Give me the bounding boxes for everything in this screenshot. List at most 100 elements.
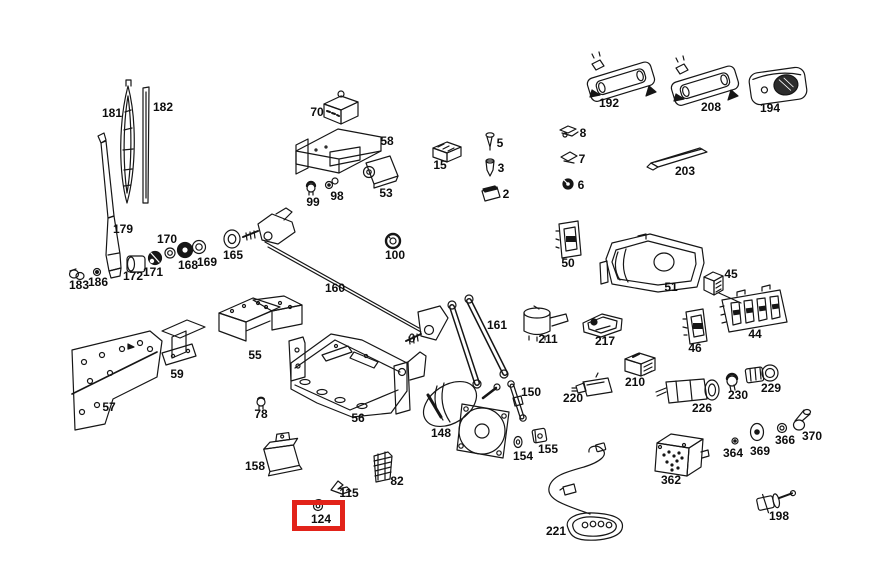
part-label-211[interactable]: 211 [538,332,558,346]
part-label-45[interactable]: 45 [724,267,738,281]
part-label-362[interactable]: 362 [660,473,682,487]
part-label-99[interactable]: 99 [306,195,320,209]
part-label-161[interactable]: 161 [486,318,508,332]
part-label-58[interactable]: 58 [380,134,394,148]
part-label-226[interactable]: 226 [691,401,713,415]
part-label-171[interactable]: 171 [142,265,164,279]
knurled-nut-171-drawing [147,250,163,266]
part-label-82[interactable]: 82 [390,474,404,488]
part-label-183[interactable]: 183 [68,278,90,292]
part-label-2[interactable]: 2 [502,187,510,201]
part-label-230[interactable]: 230 [727,388,749,402]
part-label-5[interactable]: 5 [496,136,504,150]
bracket-55-drawing [218,295,303,342]
grommet-100-drawing [384,232,402,250]
part-label-50[interactable]: 50 [561,256,575,270]
relay-53-drawing [362,155,399,189]
part-label-15[interactable]: 15 [433,158,447,172]
part-label-53[interactable]: 53 [379,186,393,200]
part-label-78[interactable]: 78 [254,407,268,421]
bulb-3-drawing [485,158,495,177]
lamp-192-drawing [586,51,657,102]
part-label-56[interactable]: 56 [351,411,365,425]
lens-194-drawing [748,66,808,106]
part-label-182[interactable]: 182 [152,100,174,114]
strip-203-drawing [646,147,708,171]
part-label-6[interactable]: 6 [577,178,585,192]
part-label-364[interactable]: 364 [722,446,744,460]
wiper-arm-179-drawing [97,132,122,279]
wiper-linkage-160-drawing [242,207,449,345]
switch-220-drawing [571,372,613,397]
bulb-5-drawing [485,132,495,151]
part-label-369[interactable]: 369 [749,444,771,458]
part-label-3[interactable]: 3 [497,161,505,175]
part-label-210[interactable]: 210 [624,375,646,389]
washer-154-drawing [513,435,523,449]
part-label-46[interactable]: 46 [688,341,702,355]
part-label-370[interactable]: 370 [801,429,823,443]
part-label-150[interactable]: 150 [520,385,542,399]
flasher-relay-211-drawing [523,305,569,342]
connector-15-drawing [432,141,462,163]
part-label-229[interactable]: 229 [760,381,782,395]
part-label-179[interactable]: 179 [112,222,134,236]
grommet-370-drawing [792,408,812,431]
part-label-98[interactable]: 98 [330,189,344,203]
relay-box-362-drawing [654,433,710,477]
switch-50-drawing [555,220,582,259]
part-label-115[interactable]: 115 [339,486,359,500]
relay-158-drawing [263,431,303,477]
wiper-blade-181-drawing [120,79,135,204]
part-label-221[interactable]: 221 [545,524,567,538]
part-label-148[interactable]: 148 [430,426,452,440]
part-label-168[interactable]: 168 [177,258,199,272]
part-label-170[interactable]: 170 [156,232,178,246]
grommet-78-drawing [256,396,266,410]
part-label-57[interactable]: 57 [102,400,116,414]
part-label-158[interactable]: 158 [244,459,266,473]
part-label-208[interactable]: 208 [700,100,722,114]
part-label-154[interactable]: 154 [512,449,534,463]
bracket-59-drawing [161,319,206,366]
link-150-drawing [507,380,527,422]
part-label-165[interactable]: 165 [222,248,244,262]
bracket-58-drawing [295,128,382,175]
plate-57-drawing [71,330,163,431]
part-label-59[interactable]: 59 [170,367,184,381]
part-label-70[interactable]: 70 [310,105,324,119]
part-label-155[interactable]: 155 [537,442,559,456]
part-label-217[interactable]: 217 [594,334,616,348]
blade-insert-182-drawing [142,86,150,204]
knob-230-drawing [725,372,739,392]
clip-8-drawing [559,125,579,138]
part-label-181[interactable]: 181 [101,106,123,120]
washer-170-drawing [164,247,176,259]
foot-switch-221-drawing [548,442,624,541]
part-label-7[interactable]: 7 [578,152,586,166]
part-label-8[interactable]: 8 [579,126,587,140]
part-label-44[interactable]: 44 [748,327,762,341]
disc-369-drawing [749,422,765,442]
part-label-124[interactable]: 124 [310,512,332,526]
part-label-366[interactable]: 366 [774,433,796,447]
ring-366-drawing [776,422,788,434]
part-label-51[interactable]: 51 [664,280,678,294]
part-label-186[interactable]: 186 [87,275,109,289]
part-label-55[interactable]: 55 [248,348,262,362]
mounting-frame-56-drawing [288,333,427,418]
part-label-192[interactable]: 192 [598,96,620,110]
part-label-172[interactable]: 172 [122,269,144,283]
part-label-198[interactable]: 198 [768,509,790,523]
ring-169-drawing [191,239,207,255]
lamp-208-drawing [670,55,740,106]
part-label-194[interactable]: 194 [759,101,781,115]
lighter-element-229-drawing [744,364,779,384]
part-label-203[interactable]: 203 [674,164,696,178]
clip-115-drawing [330,480,352,495]
part-label-220[interactable]: 220 [562,391,584,405]
part-label-169[interactable]: 169 [196,255,218,269]
part-label-100[interactable]: 100 [384,248,406,262]
part-label-160[interactable]: 160 [324,281,346,295]
